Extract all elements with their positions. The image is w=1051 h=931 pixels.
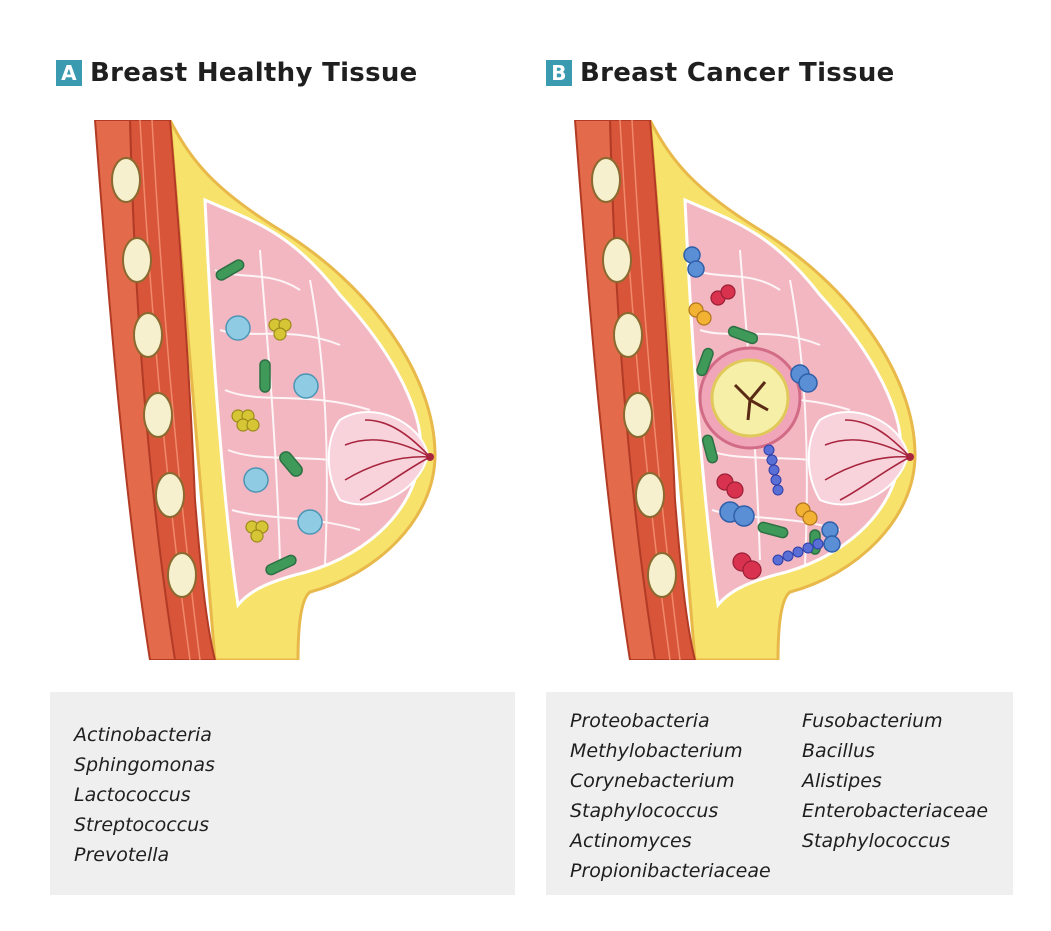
cancer-breast-illustration: [520, 120, 960, 660]
panel-b-badge: B: [546, 60, 572, 86]
list-item: Methylobacterium: [570, 736, 771, 766]
list-item: Staphylococcus: [802, 826, 988, 856]
cancer-bacteria-list: Proteobacteria Methylobacterium Coryneba…: [546, 692, 1013, 895]
panel-a-badge: A: [56, 60, 82, 86]
list-item: Enterobacteriaceae: [802, 796, 988, 826]
list-item: Lactococcus: [74, 780, 215, 810]
list-column: Fusobacterium Bacillus Alistipes Enterob…: [802, 706, 988, 856]
list-item: Sphingomonas: [74, 750, 215, 780]
nipple: [426, 453, 434, 461]
list-column: Proteobacteria Methylobacterium Coryneba…: [570, 706, 771, 886]
list-item: Fusobacterium: [802, 706, 988, 736]
panel-b-title-text: Breast Cancer Tissue: [580, 58, 895, 88]
panel-a-title: A Breast Healthy Tissue: [56, 58, 418, 88]
list-item: Alistipes: [802, 766, 988, 796]
healthy-breast-illustration: [40, 120, 480, 660]
list-item: Actinobacteria: [74, 720, 215, 750]
list-item: Streptococcus: [74, 810, 215, 840]
list-column: Actinobacteria Sphingomonas Lactococcus …: [74, 720, 215, 870]
tumor: [700, 348, 800, 448]
list-item: Prevotella: [74, 840, 215, 870]
list-item: Staphylococcus: [570, 796, 771, 826]
list-item: Proteobacteria: [570, 706, 771, 736]
healthy-bacteria-list: Actinobacteria Sphingomonas Lactococcus …: [50, 692, 515, 895]
panel-a-title-text: Breast Healthy Tissue: [90, 58, 418, 88]
list-item: Corynebacterium: [570, 766, 771, 796]
list-item: Propionibacteriaceae: [570, 856, 771, 886]
list-item: Bacillus: [802, 736, 988, 766]
panel-b-title: B Breast Cancer Tissue: [546, 58, 895, 88]
list-item: Actinomyces: [570, 826, 771, 856]
nipple: [906, 453, 914, 461]
